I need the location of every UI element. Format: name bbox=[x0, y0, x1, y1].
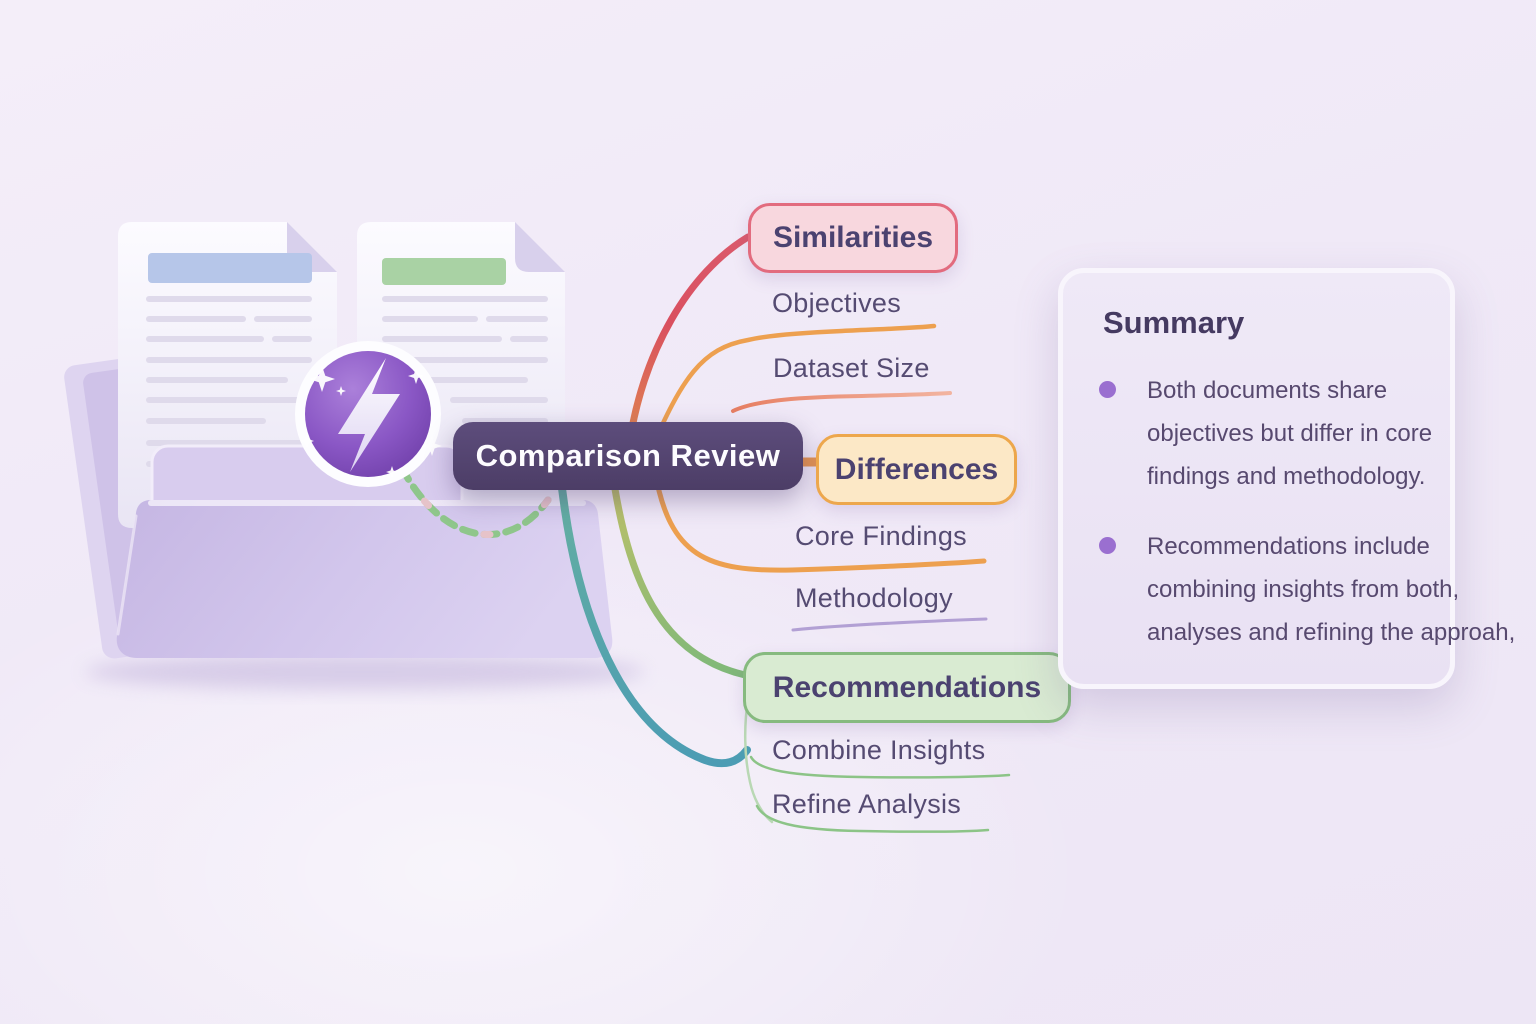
summary-card: Summary Both documents share objectives … bbox=[1058, 268, 1515, 689]
summary-bullet-text: Both documents share objectives but diff… bbox=[1147, 377, 1433, 490]
lightning-icon bbox=[295, 341, 442, 487]
branch-label: Recommendations bbox=[772, 670, 1042, 704]
connector-objectives-underline bbox=[647, 323, 937, 455]
leaf-node-objectives[interactable]: Objectives bbox=[772, 288, 902, 318]
summary-title: Summary bbox=[1103, 305, 1245, 340]
methodology-underline bbox=[791, 617, 988, 632]
branch-label: Differences bbox=[834, 452, 999, 486]
document-header-bar-green bbox=[382, 258, 506, 285]
document-header-bar-blue bbox=[148, 253, 312, 283]
connector-similarities bbox=[624, 233, 752, 456]
dashed-connector bbox=[398, 464, 552, 539]
leaf-node-combine-insights[interactable]: Combine Insights bbox=[772, 735, 986, 765]
sparkle-icon bbox=[300, 366, 442, 478]
connector-teal bbox=[556, 466, 751, 768]
connector-core-findings-underline bbox=[652, 469, 987, 573]
summary-bullet: Recommendations include combining insigh… bbox=[1099, 525, 1515, 654]
branch-node-similarities[interactable]: Similarities bbox=[748, 203, 958, 273]
leaf-node-refine-analysis[interactable]: Refine Analysis bbox=[772, 789, 962, 819]
combine-insights-underline bbox=[749, 755, 1011, 779]
bullet-dot-icon bbox=[1099, 537, 1116, 554]
branch-node-differences[interactable]: Differences bbox=[816, 434, 1017, 505]
refine-analysis-underline bbox=[755, 804, 990, 833]
branch-connectors bbox=[556, 233, 1011, 833]
leaf-node-dataset-size[interactable]: Dataset Size bbox=[773, 353, 930, 383]
branch-label: Similarities bbox=[772, 221, 934, 254]
branch-node-recommendations[interactable]: Recommendations bbox=[743, 652, 1071, 723]
leaf-node-core-findings[interactable]: Core Findings bbox=[795, 521, 967, 551]
folder-shadow bbox=[85, 654, 645, 690]
dataset-size-underline bbox=[731, 391, 952, 413]
folder-icon bbox=[116, 500, 613, 658]
summary-bullet: Both documents share objectives but diff… bbox=[1099, 369, 1432, 498]
recommendations-spine bbox=[743, 698, 774, 824]
bullet-dot-icon bbox=[1099, 381, 1116, 398]
connector-recommendations bbox=[608, 466, 749, 679]
root-node-comparison-review[interactable]: Comparison Review bbox=[453, 422, 803, 490]
root-node-label: Comparison Review bbox=[475, 438, 781, 473]
summary-bullet-text: Recommendations include combining insigh… bbox=[1147, 533, 1516, 646]
leaf-node-methodology[interactable]: Methodology bbox=[795, 583, 953, 613]
